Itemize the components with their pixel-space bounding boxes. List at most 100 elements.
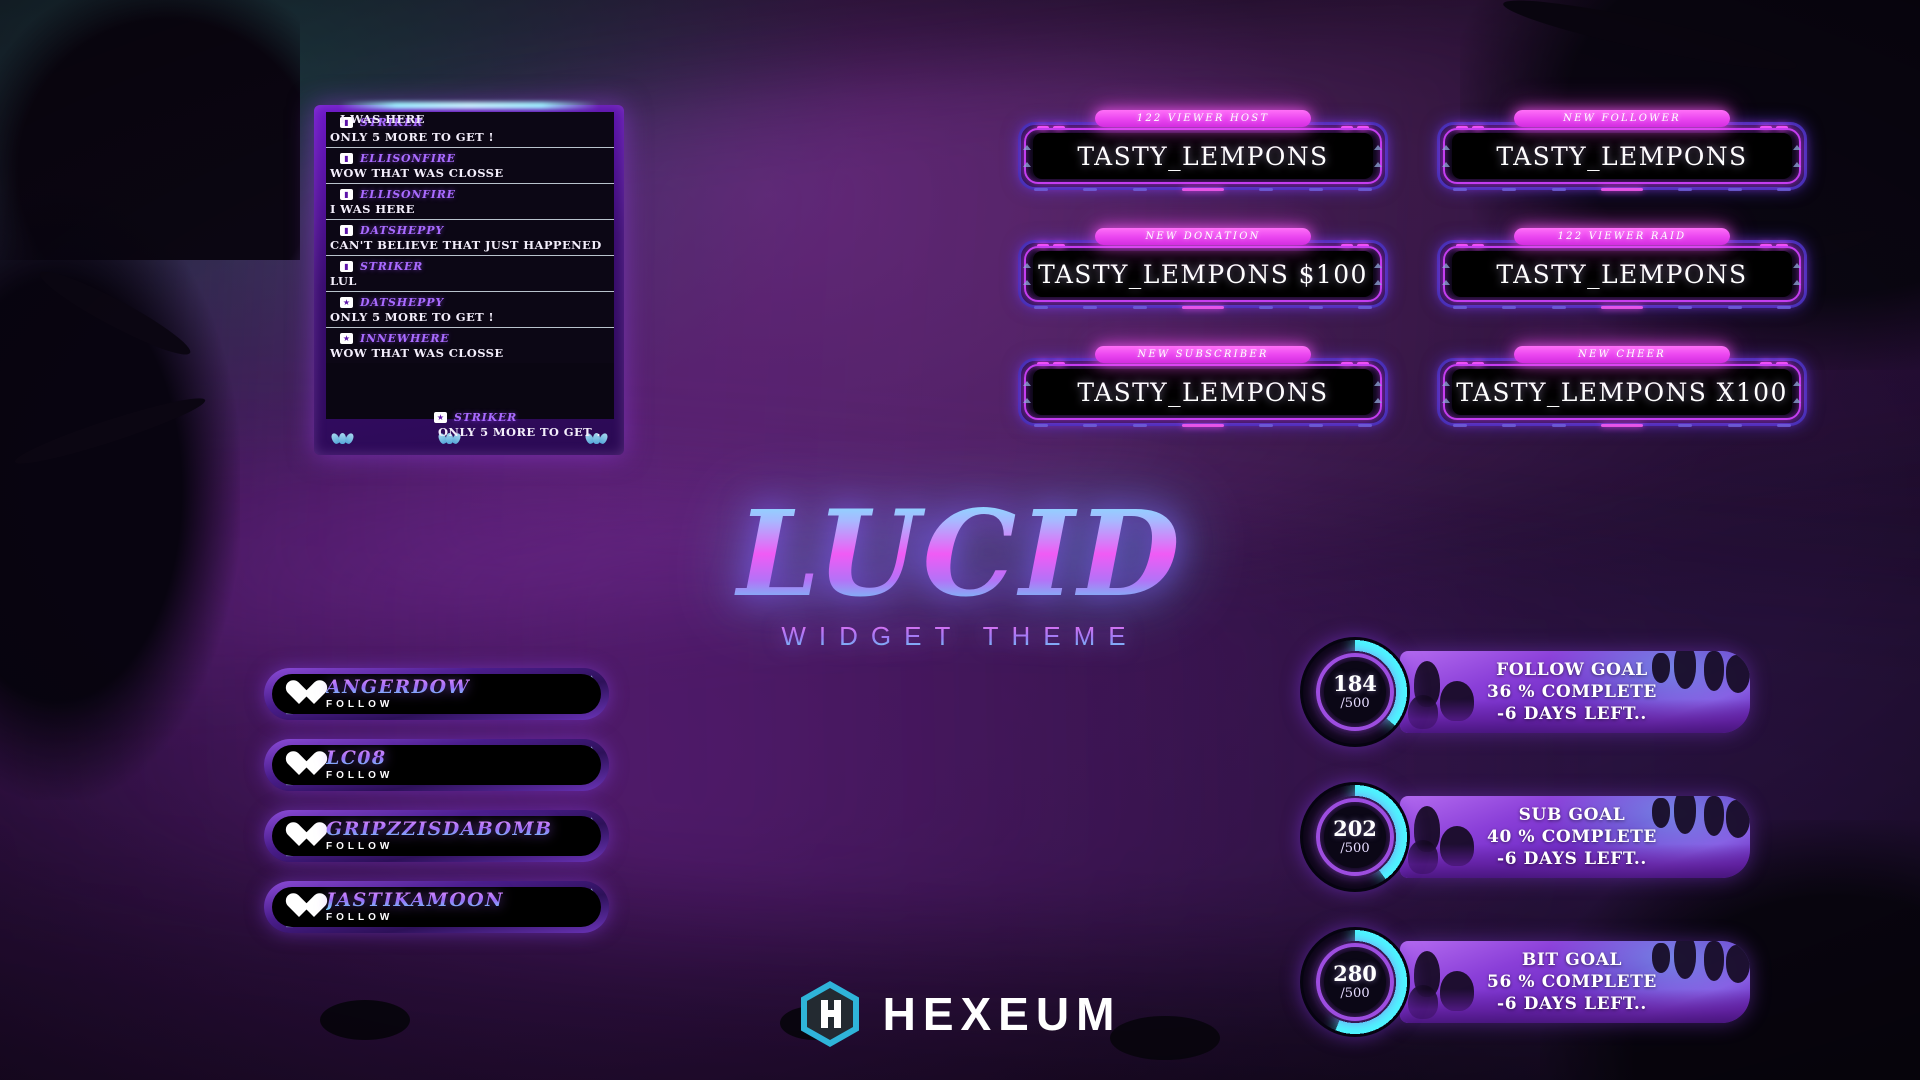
alert-screen: TASTY_LEMPONS xyxy=(1033,369,1373,415)
right-triangle-icons xyxy=(1793,381,1802,403)
alert-label-text: NEW CHEER xyxy=(1578,349,1666,360)
chat-clipped-text: I WAS HERE xyxy=(340,112,425,126)
heart-icon xyxy=(286,823,314,849)
alert-message-text: TASTY_LEMPONS xyxy=(1077,141,1329,171)
chat-username: DATSHEPPY xyxy=(360,224,444,237)
alert-bottom-pips xyxy=(1034,306,1372,310)
alert-neon-border xyxy=(1443,364,1801,420)
alert-label-pill: NEW CHEER xyxy=(1514,346,1730,363)
subscriber-badge-icon: ★ xyxy=(434,412,447,423)
subscriber-badge-icon: ★ xyxy=(340,297,353,308)
ring-core: 202/500 xyxy=(1324,806,1386,868)
heart-icon xyxy=(286,681,314,707)
right-triangle-icons xyxy=(1374,381,1383,403)
alert-bottom-pips xyxy=(1453,306,1791,310)
lotus-icon-center xyxy=(436,432,463,445)
left-triangle-icons xyxy=(1023,263,1032,285)
alert-neon-border xyxy=(1024,128,1382,184)
chat-username: INNEWHERE xyxy=(360,332,450,345)
left-triangle-icons xyxy=(1442,145,1451,167)
alert-bottom-pips xyxy=(1034,424,1372,428)
alert-screen: TASTY_LEMPONS xyxy=(1452,133,1792,179)
alert-box: NEW SUBSCRIBER TASTY_LEMPONS xyxy=(1018,346,1388,428)
alert-screen: TASTY_LEMPONS xyxy=(1452,251,1792,297)
chat-user-row: ▮ DATSHEPPY xyxy=(326,224,614,237)
follower-name: JASTIKAMOON xyxy=(326,889,504,912)
chat-user-row: ▮STRIKER xyxy=(326,260,614,273)
chat-message-text: ONLY 5 MORE TO GET ! xyxy=(330,310,494,324)
left-triangle-icons xyxy=(1023,145,1032,167)
goal-percent: 36 % COMPLETE xyxy=(1487,682,1657,702)
chat-username: ELLISONFIRE xyxy=(360,188,456,201)
goal-title: SUB GOAL xyxy=(1518,805,1626,825)
left-triangle-icons xyxy=(1442,263,1451,285)
goal-target-value: /500 xyxy=(1340,841,1370,856)
hexagon-h-icon xyxy=(799,980,861,1048)
alert-outer-frame: TASTY_LEMPONS xyxy=(1018,122,1388,190)
chat-message-text: CAN'T BELIEVE THAT JUST HAPPENED xyxy=(330,238,602,252)
alert-message-text: TASTY_LEMPONS xyxy=(1077,377,1329,407)
chat-clipped-message: I WAS HERE xyxy=(326,112,614,128)
goal-progress-ring: 184/500 xyxy=(1300,637,1410,747)
subscriber-badge-icon: ★ xyxy=(340,333,353,344)
goal-days-left: -6 DAYS LEFT.. xyxy=(1497,849,1647,869)
logo-subtitle: WIDGET THEME xyxy=(0,621,1920,652)
theme-logo: LUCID WIDGET THEME xyxy=(0,495,1920,652)
alert-message-text: TASTY_LEMPONS xyxy=(1496,259,1748,289)
chat-user-row: ★ INNEWHERE xyxy=(326,332,614,345)
alert-box: NEW FOLLOWER TASTY_LEMPONS xyxy=(1437,110,1807,191)
goal-current-value: 202 xyxy=(1333,816,1377,841)
chat-message-text: WOW THAT WAS CLOSSE xyxy=(330,346,504,360)
heart-icon xyxy=(286,894,314,920)
alert-message-text: TASTY_LEMPONS xyxy=(1496,141,1748,171)
right-triangle-icons xyxy=(1793,263,1802,285)
follower-action: FOLLOW xyxy=(326,840,394,852)
alert-outer-frame: TASTY_LEMPONS xyxy=(1018,358,1388,426)
alert-neon-border xyxy=(1024,246,1382,302)
alert-neon-border xyxy=(1443,246,1801,302)
follower-name: ANGERDOW xyxy=(326,676,471,699)
chat-message-text: ONLY 5 MORE TO GET ! xyxy=(330,130,494,144)
heart-icon xyxy=(286,752,314,778)
hexeum-branding: HEXEUM xyxy=(0,980,1920,1048)
alert-message-text: TASTY_LEMPONS $100 xyxy=(1038,259,1368,289)
chat-user-row: ★DATSHEPPY xyxy=(326,296,614,309)
goal-days-left: -6 DAYS LEFT.. xyxy=(1497,994,1647,1014)
chat-username: STRIKER xyxy=(360,260,424,273)
follower-name: GRIPZZISDABOMB xyxy=(326,818,553,841)
alert-neon-border xyxy=(1443,128,1801,184)
right-triangle-icons xyxy=(1793,145,1802,167)
alert-label-text: NEW DONATION xyxy=(1145,231,1261,242)
chat-username: ELLISONFIRE xyxy=(360,152,456,165)
chat-floating-message: ★ STRIKER ONLY 5 MORE TO GET . xyxy=(434,411,601,439)
moderator-badge-icon: ▮ xyxy=(340,225,353,236)
chat-message-text: LUL xyxy=(330,274,357,288)
chat-user-row: ▮ELLISONFIRE xyxy=(326,152,614,165)
alert-label-pill: NEW SUBSCRIBER xyxy=(1095,346,1311,363)
alert-message-text: TASTY_LEMPONS X100 xyxy=(1456,377,1788,407)
lotus-icon-right xyxy=(583,432,610,445)
alert-label-text: NEW FOLLOWER xyxy=(1563,113,1681,124)
alert-bottom-pips xyxy=(1034,188,1372,192)
